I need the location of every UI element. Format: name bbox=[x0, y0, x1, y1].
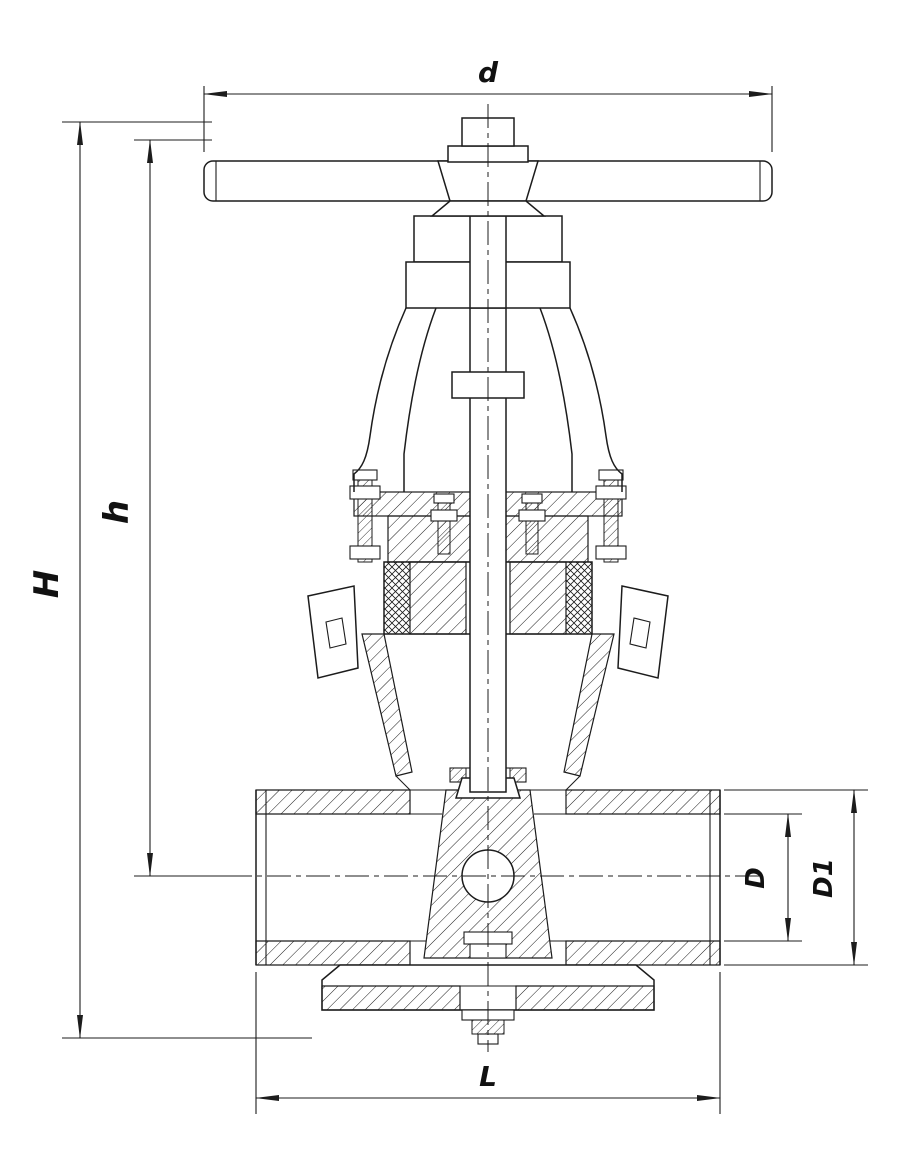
dim-label-D: D bbox=[741, 867, 771, 889]
body-base bbox=[321, 964, 655, 1011]
dimension-h: h bbox=[97, 139, 232, 877]
centerlines bbox=[228, 104, 760, 1052]
dimension-D1: D1 bbox=[724, 789, 868, 966]
dim-label-D1: D1 bbox=[809, 858, 839, 898]
gland-bolts bbox=[349, 469, 627, 563]
dimension-L: L bbox=[255, 972, 721, 1114]
dim-label-d: d bbox=[478, 56, 499, 89]
packing-right bbox=[565, 561, 593, 635]
pipe-end-right bbox=[534, 789, 721, 966]
yoke bbox=[353, 307, 623, 492]
packing-left bbox=[383, 561, 411, 635]
body-lugs bbox=[307, 585, 669, 679]
dim-label-L: L bbox=[479, 1060, 497, 1093]
dimension-H: H bbox=[27, 121, 312, 1039]
pipe-end-left bbox=[255, 789, 442, 966]
dim-label-H: H bbox=[27, 570, 67, 598]
handwheel bbox=[203, 117, 773, 217]
dimension-D: D bbox=[724, 813, 802, 942]
dim-label-h: h bbox=[97, 500, 137, 524]
dimension-d: d bbox=[203, 56, 773, 152]
